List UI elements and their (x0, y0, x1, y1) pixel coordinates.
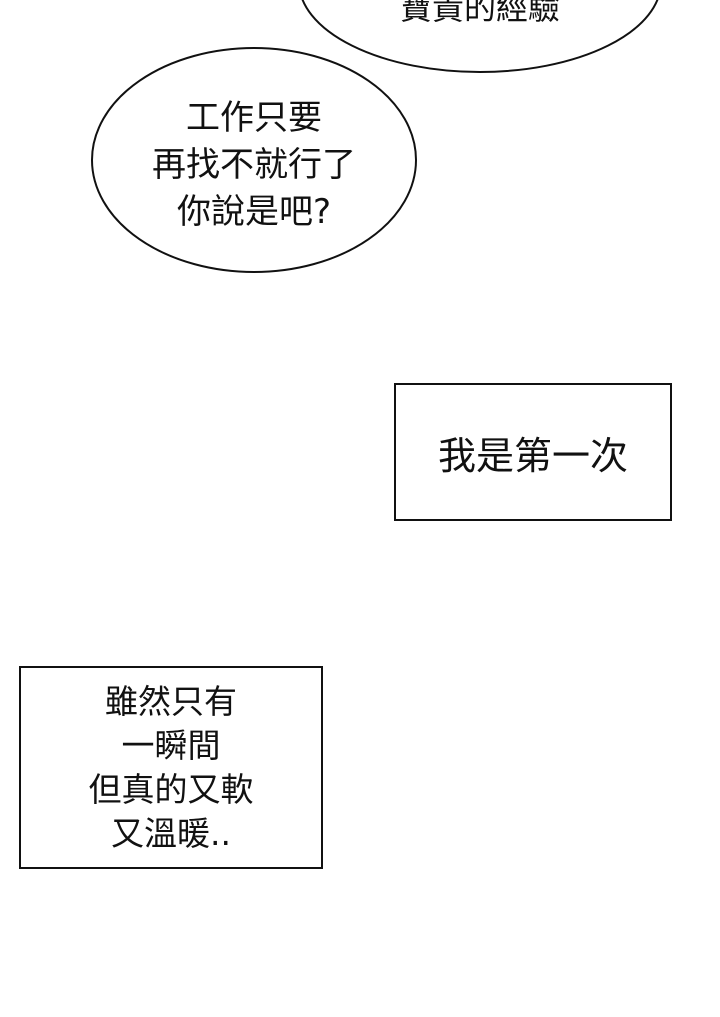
bubble-line: 你說是吧? (176, 192, 332, 232)
bubble-line: 再找不就行了 (152, 145, 356, 185)
caption-line: 但真的又軟 (88, 769, 254, 809)
caption-box-warm: 雖然只有 一瞬間 但真的又軟 又溫暖.. (19, 666, 323, 869)
speech-bubble-top (301, 0, 659, 73)
caption-line: 又溫暖.. (111, 813, 231, 853)
speech-bubble-middle-text: 工作只要 再找不就行了 你說是吧? (92, 95, 416, 236)
caption-box-first-time: 我是第一次 (394, 383, 672, 521)
caption-line: 我是第一次 (437, 433, 628, 478)
bubble-line: 工作只要 (186, 98, 322, 138)
speech-bubble-middle (91, 47, 417, 273)
speech-bubble-top-text: 寶貴的經驗 (300, 0, 660, 28)
bubble-line: 寶貴的經驗 (399, 0, 560, 27)
caption-line: 一瞬間 (121, 725, 221, 765)
caption-line: 雖然只有 (105, 681, 237, 721)
